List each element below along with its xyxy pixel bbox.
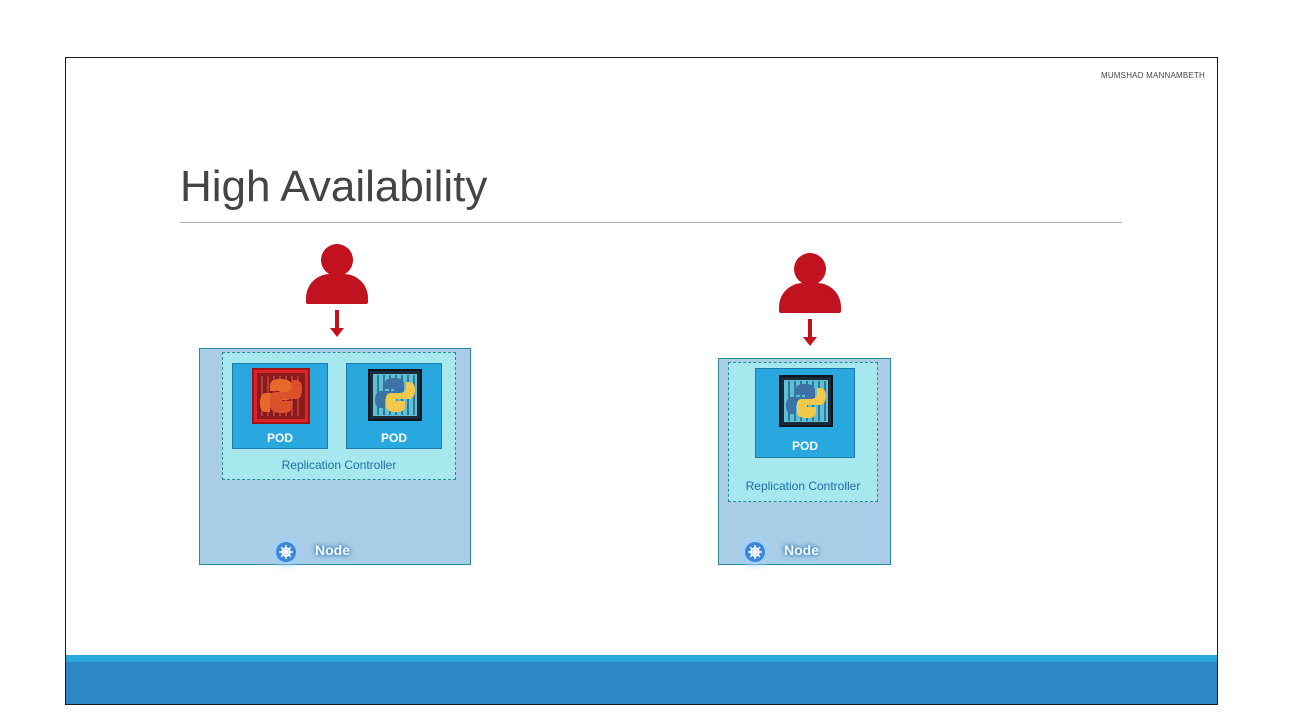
title-divider [180, 222, 1122, 223]
user-icon [779, 253, 841, 353]
pod-label: POD [380, 431, 407, 445]
footer-accent-bar [66, 655, 1217, 662]
node-label: Node [315, 542, 350, 558]
node-left: POD POD Replication Controller [199, 348, 471, 565]
footer-bar [66, 662, 1217, 704]
slide: MUMSHAD MANNAMBETH High Availability POD [65, 57, 1218, 705]
pod-running: POD [346, 363, 442, 449]
pod-label: POD [791, 439, 818, 453]
node-right: POD Replication Controller Node [718, 358, 891, 565]
user-icon [306, 244, 368, 344]
python-container-icon [779, 375, 833, 427]
author-label: MUMSHAD MANNAMBETH [1100, 71, 1205, 80]
pod-running: POD [755, 368, 855, 458]
python-container-icon [252, 368, 310, 424]
kubernetes-helm-icon [745, 542, 765, 562]
pod-label: POD [266, 431, 293, 445]
replication-controller-right: POD Replication Controller [728, 362, 878, 502]
kubernetes-helm-icon [276, 542, 296, 562]
node-label: Node [784, 542, 819, 558]
pod-failed: POD [232, 363, 328, 449]
python-container-icon [368, 369, 422, 421]
slide-title: High Availability [180, 162, 488, 211]
replication-controller-label: Replication Controller [745, 479, 861, 493]
replication-controller-left: POD POD Replication Controller [222, 352, 456, 480]
replication-controller-label: Replication Controller [281, 458, 397, 472]
